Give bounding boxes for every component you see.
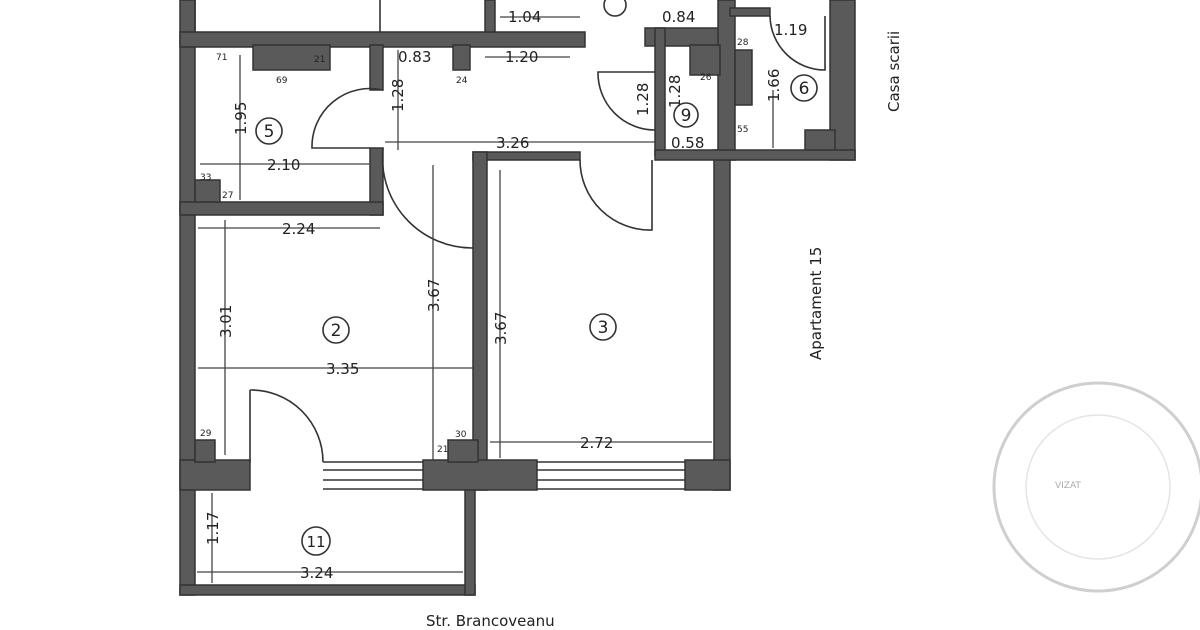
mark: 21: [437, 445, 448, 455]
dim-0-83: 0.83: [398, 48, 431, 66]
door-swing: [311, 87, 384, 149]
wc-wall: [654, 27, 666, 156]
mark: 30: [455, 430, 467, 440]
mark: 55: [737, 125, 748, 135]
room-6-marker: 6: [790, 74, 818, 102]
mark: 27: [222, 191, 233, 201]
shaft-wall: [717, 0, 736, 161]
dim-1-17: 1.17: [204, 512, 222, 545]
balcony-wall: [179, 584, 476, 596]
apartment-label: Apartament 15: [807, 247, 825, 360]
door-swing: [579, 159, 653, 231]
dim-2-24: 2.24: [282, 220, 315, 238]
street-label: Str. Brancoveanu: [426, 612, 555, 630]
dim-1-19: 1.19: [774, 21, 807, 39]
door-swing: [249, 389, 324, 463]
thin-lines: [194, 0, 826, 490]
bath-bottom-wall: [179, 201, 384, 216]
dim-0-58: 0.58: [671, 134, 704, 152]
wall-block: [484, 0, 496, 33]
mark: 26: [700, 73, 712, 83]
official-stamp: VIZAT: [992, 381, 1200, 593]
svg-text:11: 11: [306, 533, 325, 551]
svg-text:5: 5: [264, 122, 275, 142]
dim-3-01: 3.01: [217, 305, 235, 338]
bottom-right-wall: [654, 149, 856, 161]
mark: 29: [200, 429, 212, 439]
bottom-wall: [684, 459, 731, 491]
dim-1-28: 1.28: [666, 75, 684, 108]
stamp-text: VIZAT: [1055, 481, 1081, 491]
dim-1-20: 1.20: [505, 48, 538, 66]
room-numbers: 5 2 3 9 6 11: [255, 74, 818, 556]
wall-block: [194, 179, 221, 203]
dim-3-24: 3.24: [300, 564, 333, 582]
dim-2-10: 2.10: [267, 156, 300, 174]
room-11-marker: 11: [301, 526, 331, 556]
svg-text:2: 2: [331, 321, 342, 341]
room-2-marker: 2: [322, 316, 350, 344]
dim-3-26: 3.26: [496, 134, 529, 152]
wall-block: [447, 439, 479, 463]
mark: 71: [216, 53, 227, 63]
wall-block: [252, 44, 331, 71]
dim-1-66: 1.66: [765, 69, 783, 102]
room-5-marker: 5: [255, 117, 283, 145]
dim-1-28: 1.28: [634, 83, 652, 116]
outer-left-wall: [179, 0, 196, 596]
dim-1-04: 1.04: [508, 8, 541, 26]
svg-text:3: 3: [598, 318, 609, 338]
dimension-lines: [197, 16, 774, 583]
mark: 21: [314, 55, 325, 65]
room-1-marker: [603, 0, 627, 17]
bath-wall: [369, 44, 384, 91]
dim-3-67: 3.67: [492, 312, 510, 345]
wall-block: [734, 49, 753, 106]
wall-thickness-marks: 71 69 21 24 33 27 28 26 55 29 30 21: [200, 38, 749, 455]
dim-3-35: 3.35: [326, 360, 359, 378]
mark: 33: [200, 173, 211, 183]
dim-3-67: 3.67: [425, 279, 443, 312]
bottom-wall: [179, 459, 251, 491]
balcony-wall: [464, 489, 476, 596]
dim-1-28: 1.28: [389, 79, 407, 112]
wall-block: [689, 44, 721, 76]
room3-right-wall: [713, 149, 731, 491]
room-9-marker: 9: [673, 102, 699, 128]
svg-text:9: 9: [681, 106, 692, 126]
room3-top-wall: [472, 151, 581, 161]
door-swing: [381, 147, 474, 249]
wall-block: [452, 44, 471, 71]
wall-block: [729, 7, 771, 17]
walls: [179, 0, 856, 596]
dimension-labels: 1.04 0.84 1.19 0.83 1.20 1.28 1.28 1.28 …: [204, 8, 807, 582]
svg-text:6: 6: [799, 79, 810, 99]
mark: 69: [276, 76, 288, 86]
dim-1-95: 1.95: [232, 102, 250, 135]
stairwell-label: Casa scarii: [885, 31, 903, 112]
dim-2-72: 2.72: [580, 434, 613, 452]
door-swing: [769, 15, 826, 71]
mark: 24: [456, 76, 468, 86]
door-swing: [597, 71, 656, 131]
bottom-wall: [422, 459, 538, 491]
wall-block: [194, 439, 216, 463]
mark: 28: [737, 38, 749, 48]
room-3-marker: 3: [589, 313, 617, 341]
dim-0-84: 0.84: [662, 8, 695, 26]
